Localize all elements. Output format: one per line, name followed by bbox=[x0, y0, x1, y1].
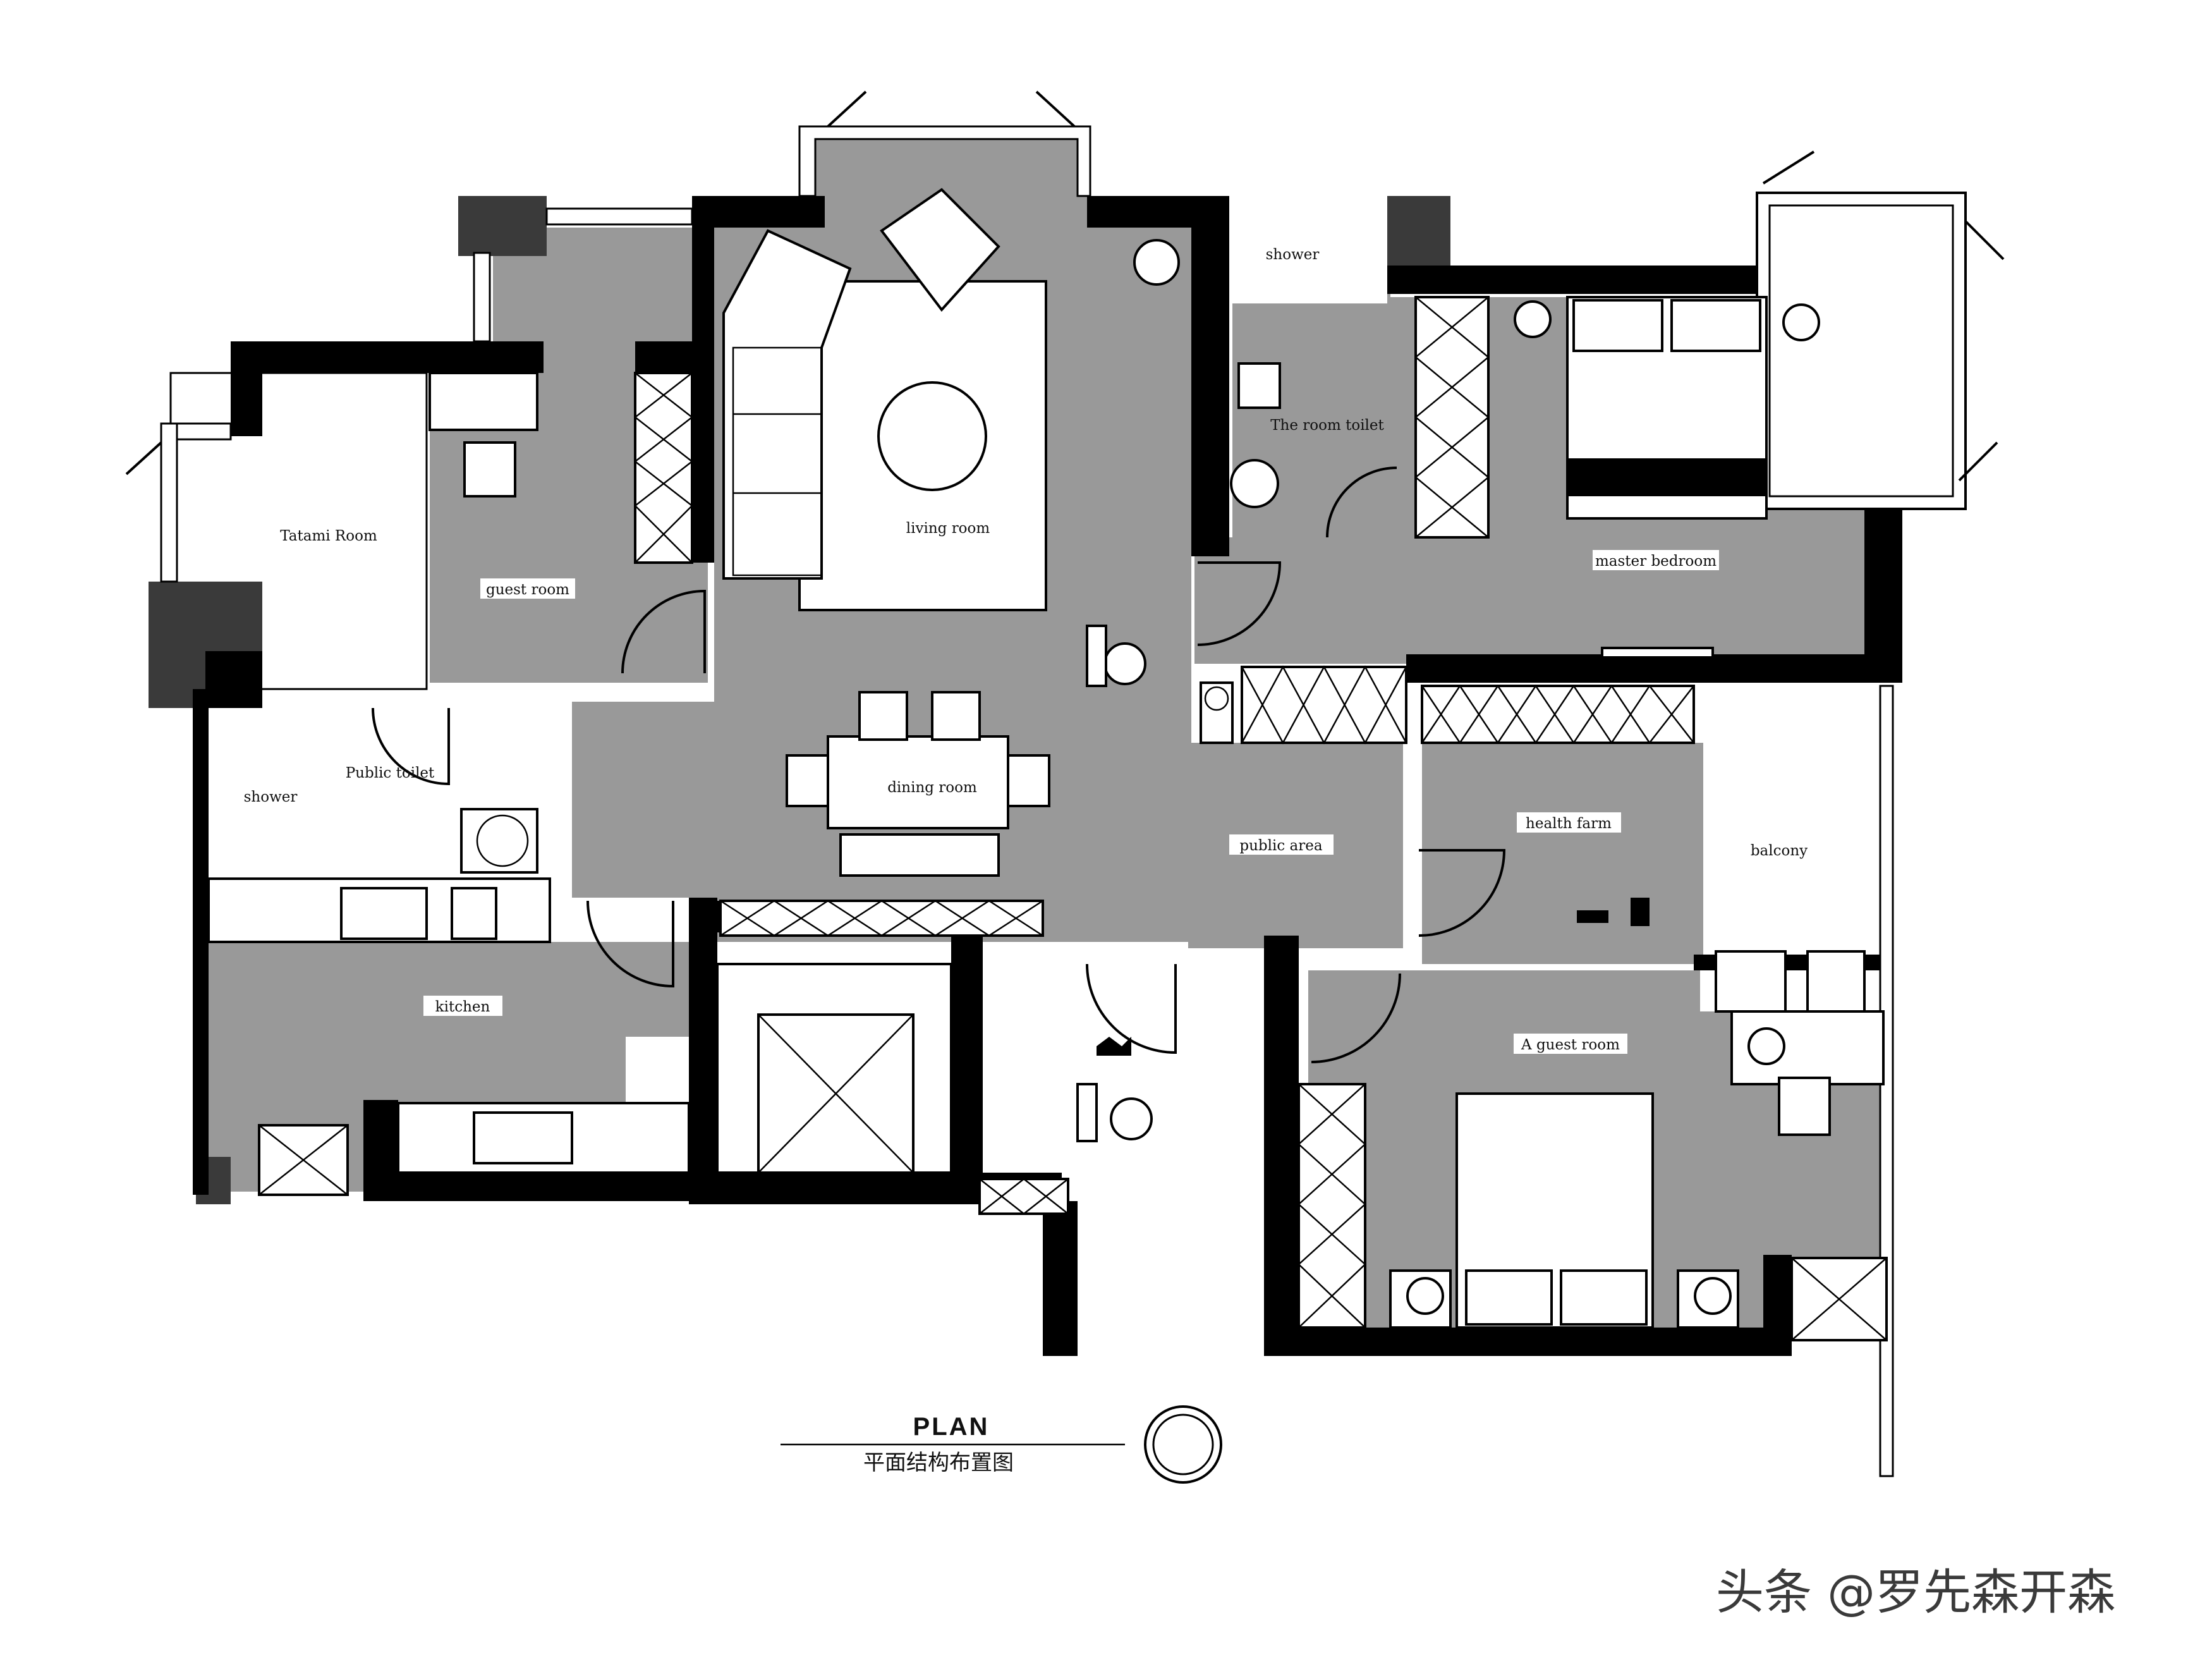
plan-title-block: PLAN 平面结构布置图 bbox=[781, 1405, 1222, 1484]
watermark: 头条 @罗先森开森 bbox=[1716, 1564, 2115, 1620]
white-areas bbox=[169, 209, 1890, 1359]
label-kitchen: kitchen bbox=[435, 999, 490, 1015]
label-master-bedroom: master bedroom bbox=[1595, 553, 1717, 570]
person-icon bbox=[1076, 625, 1153, 1142]
label-public-area: public area bbox=[1239, 838, 1322, 854]
furniture bbox=[207, 188, 1885, 1329]
label-shower-upper: shower bbox=[1266, 247, 1320, 263]
label-balcony: balcony bbox=[1751, 843, 1808, 859]
label-health-farm: health farm bbox=[1526, 815, 1612, 832]
label-room-toilet: The room toilet bbox=[1270, 417, 1384, 434]
room-labels: Tatami Room guest room living room dinin… bbox=[244, 247, 1808, 1054]
label-a-guest-room: A guest room bbox=[1521, 1037, 1620, 1053]
plan-symbol-icon bbox=[1144, 1405, 1222, 1484]
label-living-room: living room bbox=[906, 520, 990, 537]
cabinets bbox=[258, 296, 1888, 1341]
label-guest-room: guest room bbox=[486, 582, 569, 598]
plan-subtitle: 平面结构布置图 bbox=[863, 1450, 1014, 1475]
plan-title: PLAN bbox=[913, 1413, 990, 1441]
label-tatami-room: Tatami Room bbox=[280, 528, 377, 544]
entrance-arrow-icon bbox=[1097, 1037, 1131, 1056]
label-public-toilet: Public toilet bbox=[346, 765, 435, 781]
doors bbox=[372, 467, 1506, 1063]
label-shower-lower: shower bbox=[244, 789, 298, 805]
label-dining-room: dining room bbox=[887, 779, 977, 796]
